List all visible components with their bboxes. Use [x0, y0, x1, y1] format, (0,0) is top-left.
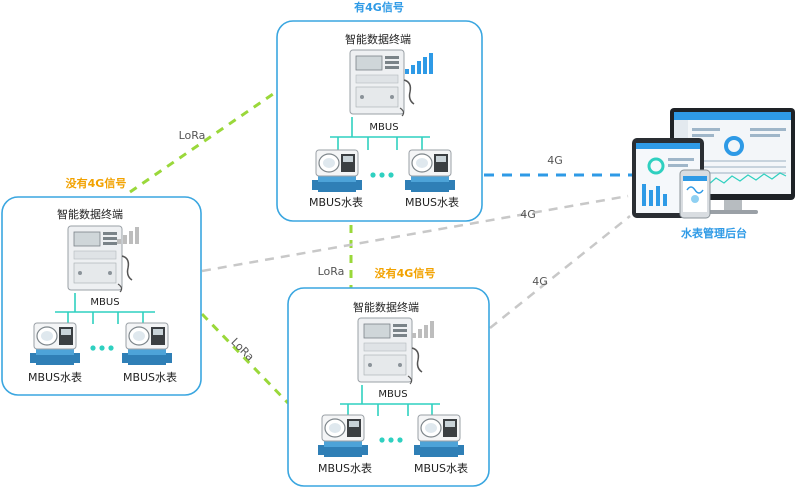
link-label-lora-top-bottom: LoRa — [318, 265, 345, 278]
meter-label-bottom-1: MBUS水表 — [318, 461, 372, 475]
mbus-wiring-left — [55, 293, 155, 324]
terminal-device-icon — [349, 49, 415, 117]
terminal-group-top: 有4G信号 智能数据终端 MBUS MBUS水表 MBUS水表 — [276, 0, 483, 222]
water-meter-icon — [311, 149, 363, 193]
signal-label-left: 没有4G信号 — [66, 176, 127, 190]
platform-devices: 水表管理后台 — [632, 108, 795, 240]
water-meter-icon — [413, 414, 465, 458]
link-label-4g-left: 4G — [520, 208, 536, 221]
link-label-lora-left-top: LoRa — [179, 129, 206, 142]
link-lora-left-bottom — [200, 312, 290, 405]
terminal-device-icon — [67, 225, 133, 293]
signal-weak-gray-icon — [412, 321, 434, 338]
link-4g-left-platform — [201, 194, 629, 273]
meter-label-top-1: MBUS水表 — [309, 195, 363, 209]
terminal-title-left: 智能数据终端 — [57, 207, 123, 221]
mbus-wiring-top — [330, 117, 430, 150]
water-meter-icon — [317, 414, 369, 458]
meter-label-bottom-2: MBUS水表 — [414, 461, 468, 475]
link-label-lora-left-bottom: LoRa — [228, 335, 256, 363]
terminal-title-bottom: 智能数据终端 — [353, 300, 419, 314]
phone-icon — [679, 169, 711, 219]
signal-label-bottom: 没有4G信号 — [375, 266, 436, 280]
signal-label-top: 有4G信号 — [354, 0, 404, 14]
mbus-label-top: MBUS — [369, 122, 398, 133]
water-meter-icon — [121, 322, 173, 366]
ellipsis-dots-bottom — [379, 437, 403, 443]
mbus-label-left: MBUS — [90, 297, 119, 308]
water-meter-icon — [404, 149, 456, 193]
terminal-group-left: 没有4G信号 智能数据终端 MBUS MBUS水表 MBUS水表 — [1, 176, 202, 396]
water-meter-icon — [29, 322, 81, 366]
meter-label-top-2: MBUS水表 — [405, 195, 459, 209]
signal-strong-blue-icon — [405, 53, 433, 74]
link-4g-bottom-platform — [489, 215, 631, 329]
link-label-4g-top: 4G — [547, 154, 563, 167]
platform-label: 水表管理后台 — [681, 226, 747, 240]
ellipsis-dots-top — [370, 172, 394, 178]
terminal-device-icon — [357, 317, 423, 385]
meter-label-left-1: MBUS水表 — [28, 370, 82, 384]
mbus-label-bottom: MBUS — [378, 389, 407, 400]
mbus-wiring-bottom — [340, 385, 440, 416]
terminal-group-bottom: 没有4G信号 智能数据终端 MBUS MBUS水表 MBUS水表 — [287, 266, 490, 487]
terminal-title-top: 智能数据终端 — [345, 32, 411, 46]
link-label-4g-bottom: 4G — [532, 275, 548, 288]
ellipsis-dots-left — [90, 345, 114, 351]
signal-weak-gray-icon — [117, 227, 139, 244]
meter-label-left-2: MBUS水表 — [123, 370, 177, 384]
link-lora-left-top — [129, 90, 277, 194]
